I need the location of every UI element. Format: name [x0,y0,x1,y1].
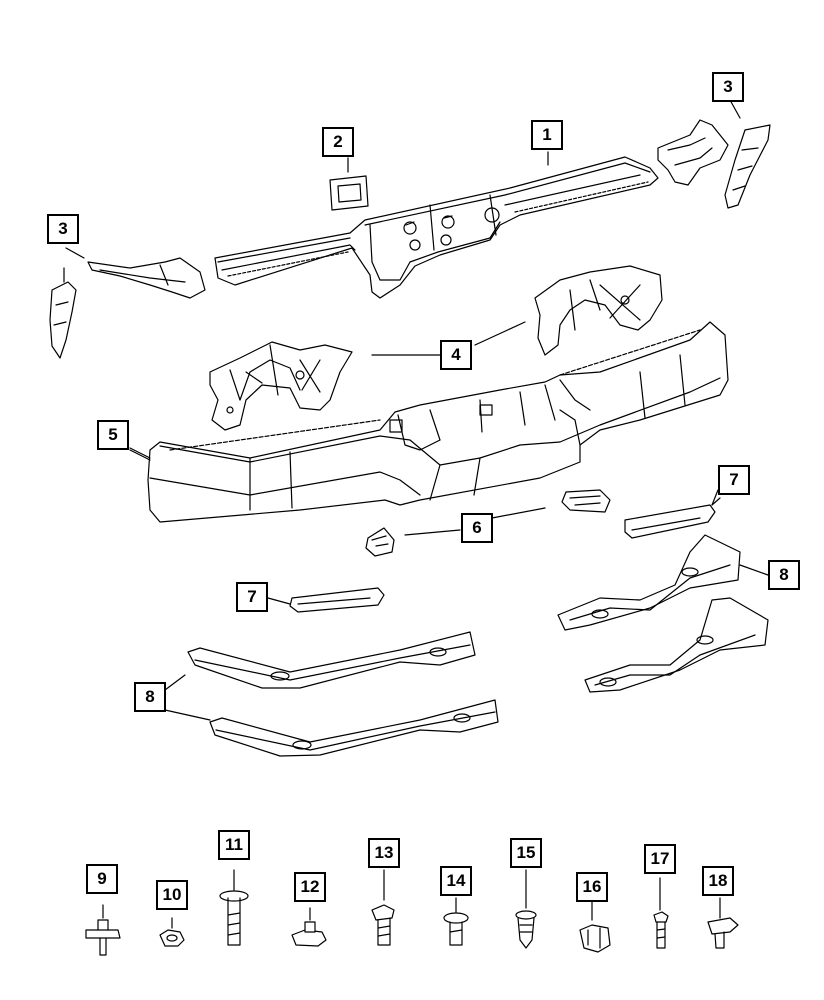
step-bumper-part-1 [214,156,659,299]
bolt-part-11 [219,869,249,946]
callout-16: 16 [576,872,608,902]
leader-7-right [711,497,721,506]
callout-8-right: 8 [768,560,800,590]
rear-bumper-part-5 [129,321,729,523]
callout-15: 15 [510,838,542,868]
callout-3-left: 3 [47,214,79,244]
callout-3-right: 3 [712,72,744,102]
bracket-right-part-4 [371,265,663,356]
callout-18: 18 [702,866,734,896]
valance-part-8-right-lower [584,597,769,693]
bolt-part-17 [653,877,669,949]
callout-1: 1 [531,120,563,150]
clip-part-16 [579,897,611,953]
leader-5 [129,447,151,459]
callout-8-left: 8 [134,682,166,712]
push-pin-part-15 [515,869,537,949]
callout-7-right: 7 [718,465,750,495]
bracket-right-part-3 [657,99,771,209]
callout-11: 11 [218,830,250,860]
callout-5: 5 [97,420,129,450]
bolt-part-13 [371,869,395,946]
callout-13: 13 [368,838,400,868]
callout-17: 17 [644,844,676,874]
callout-2: 2 [322,127,354,157]
fastener-part-9 [85,904,121,956]
bolt-part-14 [443,897,469,946]
clip-part-18 [707,897,739,949]
leader-8-lines [164,564,769,721]
valance-part-8-right-upper [557,534,741,631]
callout-10: 10 [156,880,188,910]
callout-14: 14 [440,866,472,896]
callout-9: 9 [86,864,118,894]
molding-left-part-7 [267,587,385,613]
molding-right-part-7 [624,489,719,539]
valance-part-8-left-upper [187,631,476,689]
valance-part-8-left-lower [209,699,499,757]
callout-4: 4 [440,340,472,370]
bracket-left-part-3 [49,247,206,359]
callout-6: 6 [461,513,493,543]
pad-part-2 [329,157,369,211]
retainer-part-12 [291,907,327,947]
callout-7-left: 7 [236,582,268,612]
nut-part-10 [159,917,185,947]
bracket-left-part-4 [209,341,353,431]
callout-12: 12 [294,872,326,902]
bracket-part-6 [365,489,611,557]
